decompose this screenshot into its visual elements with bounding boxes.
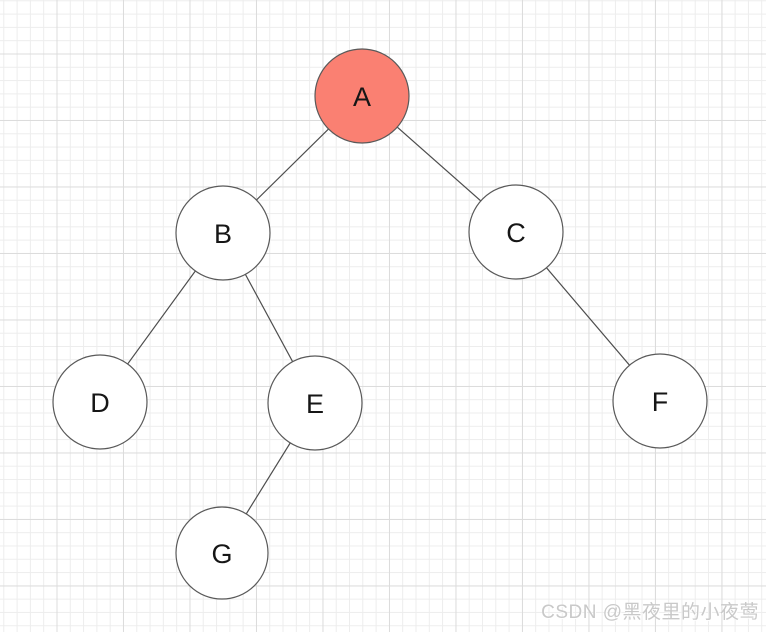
node-E[interactable]: E [267,355,363,451]
node-C[interactable]: C [468,184,564,280]
node-C-circle[interactable] [468,184,564,280]
node-B[interactable]: B [175,185,271,281]
node-G-circle[interactable] [175,506,269,600]
node-A[interactable]: A [314,48,410,144]
node-B-circle[interactable] [175,185,271,281]
node-F[interactable]: F [612,353,708,449]
csdn-watermark: CSDN @黑夜里的小夜莺 [541,602,759,623]
node-G[interactable]: G [175,506,269,600]
node-A-circle[interactable] [314,48,410,144]
node-F-circle[interactable] [612,353,708,449]
node-D-circle[interactable] [52,354,148,450]
node-E-circle[interactable] [267,355,363,451]
node-D[interactable]: D [52,354,148,450]
